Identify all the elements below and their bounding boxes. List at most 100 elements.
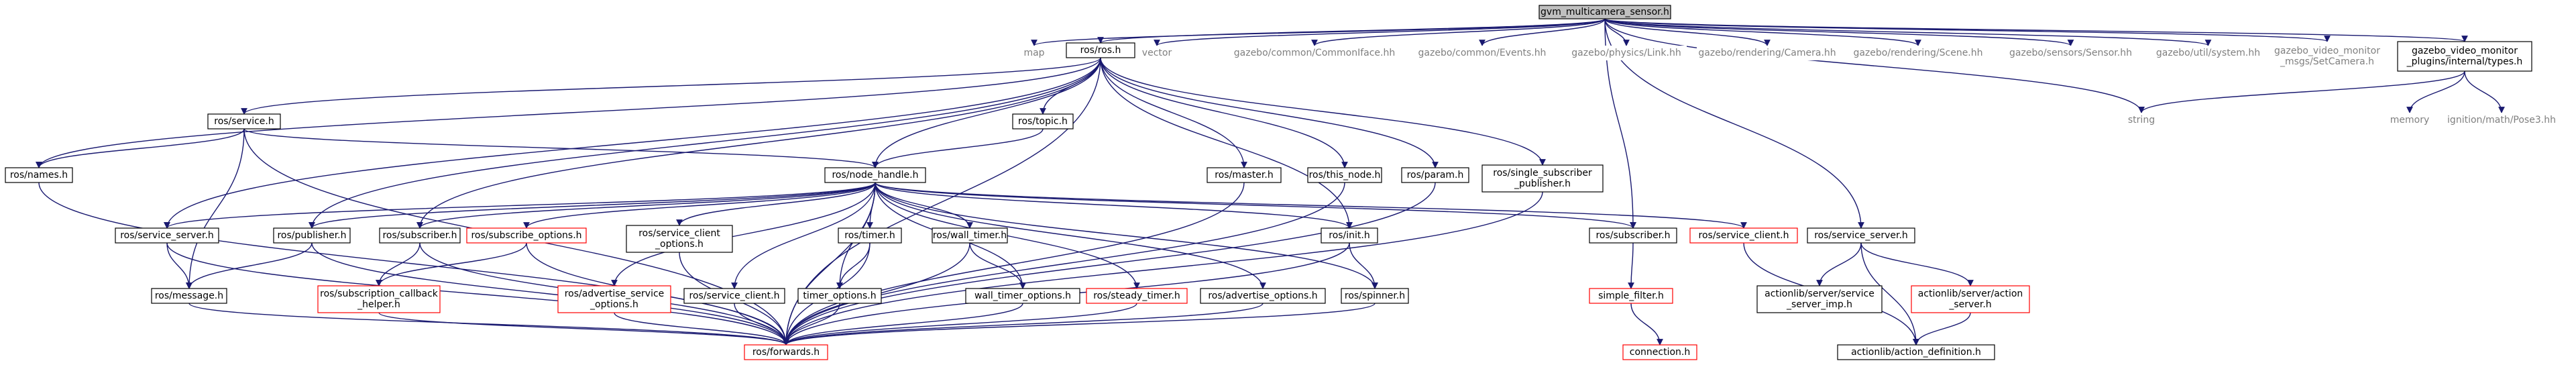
node-ros-service-client[interactable]: ros/service_client.h bbox=[1689, 227, 1798, 244]
node-ros-subscribe-options[interactable]: ros/subscribe_options.h bbox=[466, 227, 587, 244]
node-ros-ros[interactable]: ros/ros.h bbox=[1066, 42, 1135, 58]
node-pose3: ignition/math/Pose3.hh bbox=[2441, 113, 2562, 127]
node-label: ros/timer.h bbox=[844, 230, 895, 241]
edge-root-to-gvm_types bbox=[1604, 18, 2468, 42]
node-simple-filter[interactable]: simple_filter.h bbox=[1589, 288, 1673, 304]
node-ros-ssp[interactable]: ros/single_subscriber_publisher.h bbox=[1481, 164, 1604, 193]
node-gvm-types[interactable]: gazebo_video_monitor_plugins/internal/ty… bbox=[2397, 41, 2532, 72]
edge-simple_filter-to-connection bbox=[1630, 303, 1663, 346]
node-label: _msgs/SetCamera.h bbox=[2280, 56, 2374, 67]
node-label: ros/service.h bbox=[214, 116, 274, 127]
edge-ros_ros-to-ros_param bbox=[1100, 57, 1439, 168]
node-ros-init[interactable]: ros/init.h bbox=[1321, 227, 1378, 244]
node-ros-subscriber2[interactable]: ros/subscriber.h bbox=[1589, 227, 1677, 244]
node-ros-param[interactable]: ros/param.h bbox=[1401, 167, 1469, 183]
node-ros-master[interactable]: ros/master.h bbox=[1207, 167, 1282, 183]
node-ros-timer[interactable]: ros/timer.h bbox=[838, 227, 902, 244]
node-ros-service-client-options[interactable]: ros/service_client_options.h bbox=[626, 225, 733, 253]
edge-root-to-gz_events bbox=[1479, 18, 1606, 46]
node-ros-timer-options[interactable]: timer_options.h bbox=[797, 288, 882, 304]
edge-ros_service-to-ros_node_handle bbox=[243, 128, 879, 168]
node-memory: memory bbox=[2388, 113, 2432, 127]
node-box bbox=[626, 225, 733, 253]
node-al-srv-imp[interactable]: actionlib/server/service_server_imp.h bbox=[1756, 285, 1883, 313]
node-map: map bbox=[1023, 46, 1046, 60]
node-box bbox=[965, 288, 1080, 304]
node-label: connection.h bbox=[1630, 347, 1690, 358]
node-gvm-setcam: gazebo_video_monitor_msgs/SetCamera.h bbox=[2270, 42, 2384, 71]
node-label: simple_filter.h bbox=[1598, 291, 1664, 301]
node-label: gazebo/common/Events.hh bbox=[1418, 48, 1547, 58]
node-label: gazebo/util/system.hh bbox=[2156, 48, 2260, 58]
node-ros-service-server[interactable]: ros/service_server.h bbox=[115, 227, 219, 244]
edge-ros_node_handle-to-ros_advertise_options bbox=[875, 182, 1266, 289]
edge-ros_node_handle-to-ros_init bbox=[875, 182, 1353, 229]
node-ros-forwards[interactable]: ros/forwards.h bbox=[744, 344, 828, 360]
node-ros-sub-cb-helper[interactable]: ros/subscription_callback_helper.h bbox=[317, 285, 441, 313]
node-box bbox=[2002, 46, 2139, 60]
node-root[interactable]: gvm_multicamera_sensor.h bbox=[1538, 5, 1671, 19]
node-ros-adv-srv-opts[interactable]: ros/advertise_service_options.h bbox=[557, 285, 671, 313]
edge-ros_service_server-to-ros_forwards bbox=[166, 242, 789, 346]
node-box bbox=[317, 285, 441, 313]
node-gz-events: gazebo/common/Events.hh bbox=[1415, 46, 1549, 60]
node-box bbox=[797, 288, 882, 304]
edge-ros_service_server-to-ros_message bbox=[166, 242, 192, 289]
edge-root-to-gz_scene bbox=[1604, 18, 1921, 46]
node-ros-spinner[interactable]: ros/spinner.h bbox=[1341, 288, 1409, 304]
edge-ros_service_server2-to-al_srv_imp bbox=[1816, 242, 1862, 286]
node-ros-names[interactable]: ros/names.h bbox=[5, 167, 73, 183]
edge-ros_ros-to-ros_node_handle bbox=[872, 57, 1101, 168]
node-ros-this-node[interactable]: ros/this_node.h bbox=[1307, 167, 1382, 183]
edge-ros_ros-to-ros_this_node bbox=[1100, 57, 1348, 168]
node-ros-subscriber[interactable]: ros/subscriber.h bbox=[379, 227, 461, 244]
edge-root-to-vector bbox=[1154, 18, 1606, 46]
node-ros-publisher[interactable]: ros/publisher.h bbox=[273, 227, 351, 244]
node-label: _server_imp.h bbox=[1786, 299, 1852, 310]
node-connection[interactable]: connection.h bbox=[1622, 344, 1697, 360]
node-ros-service-client-h[interactable]: ros/service_client.h bbox=[683, 288, 785, 304]
node-box bbox=[1566, 46, 1687, 60]
node-label: ros/wall_timer.h bbox=[933, 230, 1007, 241]
node-box bbox=[2153, 46, 2263, 60]
edge-gvm_types-to-memory bbox=[2406, 70, 2465, 113]
node-al-action-server[interactable]: actionlib/server/action_server.h bbox=[1911, 285, 2030, 313]
node-label: ros/message.h bbox=[155, 291, 223, 301]
edge-ros_timer-to-ros_timer_options bbox=[836, 242, 871, 289]
node-ros-topic[interactable]: ros/topic.h bbox=[1012, 113, 1074, 129]
node-box bbox=[1415, 46, 1549, 60]
node-ros-service-server2[interactable]: ros/service_server.h bbox=[1807, 227, 1915, 244]
node-ros-steady-timer[interactable]: ros/steady_timer.h bbox=[1086, 288, 1188, 304]
edge-ros_ros-to-ros_init bbox=[1100, 57, 1353, 229]
node-label: ros/master.h bbox=[1215, 170, 1273, 180]
edge-ros_node_handle-to-ros_publisher bbox=[309, 182, 876, 229]
node-label: gazebo/rendering/Scene.hh bbox=[1853, 48, 1982, 58]
edge-ros_advertise_options-to-ros_forwards bbox=[783, 303, 1264, 346]
node-label: ros/service_server.h bbox=[120, 230, 214, 241]
node-ros-message[interactable]: ros/message.h bbox=[151, 288, 227, 304]
node-label: _plugins/internal/types.h bbox=[2406, 56, 2523, 67]
node-string: string bbox=[2121, 113, 2162, 127]
node-box bbox=[1137, 46, 1177, 60]
edge-root-to-gz_system bbox=[1604, 18, 2211, 46]
node-box bbox=[1481, 164, 1604, 193]
edge-ros_publisher-to-ros_message bbox=[186, 242, 313, 289]
node-gz-commoniface: gazebo/common/CommonIface.hh bbox=[1234, 46, 1395, 60]
node-label: timer_options.h bbox=[803, 291, 876, 301]
node-ros-wall-timer[interactable]: ros/wall_timer.h bbox=[932, 227, 1008, 244]
node-box bbox=[557, 285, 671, 313]
edge-ros_node_handle-to-ros_wall_timer bbox=[875, 182, 973, 229]
edge-ros_subscriber2-to-simple_filter bbox=[1628, 242, 1634, 289]
node-box bbox=[1538, 5, 1671, 19]
node-ros-advertise-options[interactable]: ros/advertise_options.h bbox=[1200, 288, 1326, 304]
node-ros-wall-timer-options[interactable]: wall_timer_options.h bbox=[965, 288, 1080, 304]
node-ros-service[interactable]: ros/service.h bbox=[207, 113, 281, 129]
edge-ros_topic-to-ros_node_handle bbox=[872, 128, 1044, 168]
edge-ros_service_client_h-to-ros_forwards bbox=[734, 303, 789, 346]
node-label: memory bbox=[2390, 115, 2430, 125]
node-label: ros/spinner.h bbox=[1345, 291, 1405, 301]
node-ros-node-handle[interactable]: ros/node_handle.h bbox=[824, 167, 926, 183]
node-box bbox=[1234, 46, 1395, 60]
node-al-action-def[interactable]: actionlib/action_definition.h bbox=[1837, 344, 1995, 360]
node-box bbox=[1589, 227, 1677, 244]
